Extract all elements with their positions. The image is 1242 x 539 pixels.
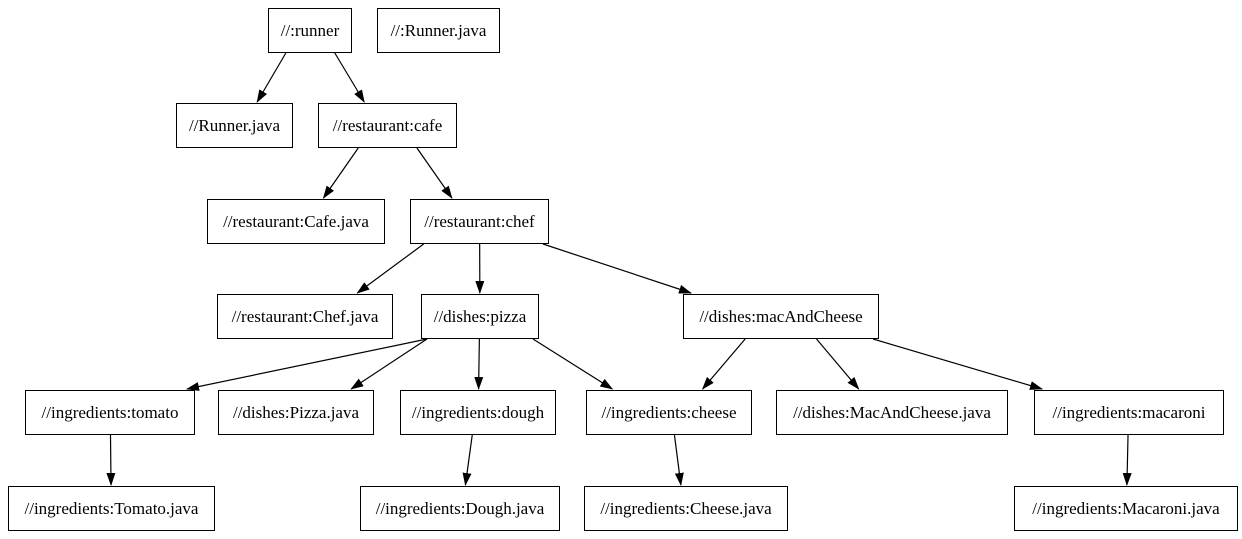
node-label: //ingredients:Tomato.java — [24, 498, 199, 518]
graph-node-cafe: //restaurant:cafe — [318, 103, 457, 148]
graph-node-cheese-java: //ingredients:Cheese.java — [584, 486, 788, 531]
node-label: //ingredients:tomato — [41, 402, 179, 422]
graph-node-tomato-java: //ingredients:Tomato.java — [8, 486, 215, 531]
node-label: //dishes:Pizza.java — [232, 402, 360, 422]
node-label: //dishes:pizza — [433, 306, 527, 326]
graph-node-macaroni: //ingredients:macaroni — [1034, 390, 1224, 435]
node-label: //restaurant:Chef.java — [231, 306, 379, 326]
graph-edge-mac-and-cheese-to-macaroni — [872, 338, 1043, 390]
graph-node-dough-java: //ingredients:Dough.java — [360, 486, 560, 531]
graph-node-pizza: //dishes:pizza — [421, 294, 539, 339]
node-label: //ingredients:Cheese.java — [600, 498, 772, 518]
graph-edge-cheese-to-cheese-java — [673, 434, 684, 486]
graph-node-runner-java-file: //Runner.java — [176, 103, 293, 148]
graph-node-mac-and-cheese-java: //dishes:MacAndCheese.java — [776, 390, 1008, 435]
graph-edge-pizza-to-cheese — [532, 338, 614, 390]
graph-edge-cafe-to-chef — [416, 147, 453, 199]
node-label: //restaurant:Cafe.java — [223, 211, 369, 231]
node-label: //ingredients:Dough.java — [375, 498, 545, 518]
node-label: //restaurant:chef — [424, 211, 535, 231]
node-label: //ingredients:macaroni — [1052, 402, 1206, 422]
graph-edge-cafe-to-cafe-java — [322, 147, 359, 199]
graph-edge-pizza-to-pizza-java — [350, 338, 428, 390]
graph-edge-chef-to-chef-java — [356, 243, 425, 294]
node-label: //ingredients:dough — [411, 402, 545, 422]
graph-node-dough: //ingredients:dough — [400, 390, 556, 435]
graph-edge-tomato-to-tomato-java — [106, 434, 116, 486]
graph-edge-pizza-to-dough — [474, 338, 484, 390]
graph-edge-pizza-to-tomato — [186, 338, 428, 391]
graph-node-chef-java: //restaurant:Chef.java — [217, 294, 393, 339]
graph-node-runner: //:runner — [268, 8, 352, 53]
graph-edge-runner-to-cafe — [334, 52, 365, 103]
node-label: //Runner.java — [188, 115, 281, 135]
graph-node-macaroni-java: //ingredients:Macaroni.java — [1014, 486, 1238, 531]
graph-node-tomato: //ingredients:tomato — [25, 390, 195, 435]
node-label: //:runner — [280, 20, 340, 40]
node-label: //restaurant:cafe — [332, 115, 443, 135]
node-label: //ingredients:Macaroni.java — [1032, 498, 1220, 518]
graph-edge-runner-to-runner-java-file — [256, 52, 287, 103]
graph-edge-mac-and-cheese-to-cheese — [701, 338, 746, 390]
graph-edge-dough-to-dough-java — [462, 434, 473, 486]
node-label: //dishes:macAndCheese — [699, 306, 863, 326]
node-label: //ingredients:cheese — [601, 402, 737, 422]
graph-node-cheese: //ingredients:cheese — [586, 390, 752, 435]
graph-edge-chef-to-mac-and-cheese — [542, 243, 692, 294]
graph-edge-mac-and-cheese-to-mac-and-cheese-java — [816, 338, 860, 390]
graph-node-cafe-java: //restaurant:Cafe.java — [207, 199, 385, 244]
graph-node-mac-and-cheese: //dishes:macAndCheese — [683, 294, 879, 339]
node-label: //dishes:MacAndCheese.java — [793, 402, 991, 422]
graph-node-root-runner-java: //:Runner.java — [377, 8, 500, 53]
graph-node-pizza-java: //dishes:Pizza.java — [218, 390, 374, 435]
graph-node-chef: //restaurant:chef — [410, 199, 549, 244]
node-label: //:Runner.java — [390, 20, 487, 40]
graph-edge-macaroni-to-macaroni-java — [1122, 434, 1132, 486]
